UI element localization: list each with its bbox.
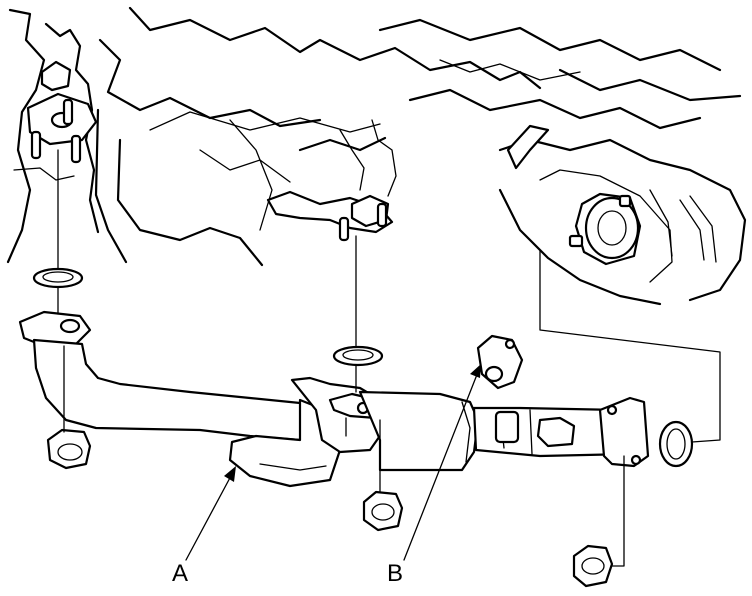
manifold-studs-left [30,98,82,164]
alignment-lines [57,149,721,567]
left-frame-structure [6,8,100,264]
callout-label-b: B [387,560,404,587]
gasket-left [32,267,84,289]
gasket-center [332,345,384,367]
nut-left [46,428,92,470]
hanger-rubber-b [476,334,524,390]
callout-label-a: A [172,560,189,587]
nut-center [362,490,404,532]
callout-arrow-a [185,466,236,561]
nut-right [572,544,614,588]
engine-underside [94,6,742,267]
gasket-right [658,420,694,468]
center-bracket [266,119,397,242]
catalytic-converter-housing [498,124,747,306]
callout-arrow-b [403,364,481,561]
exhaust-pipe-a [18,310,650,488]
